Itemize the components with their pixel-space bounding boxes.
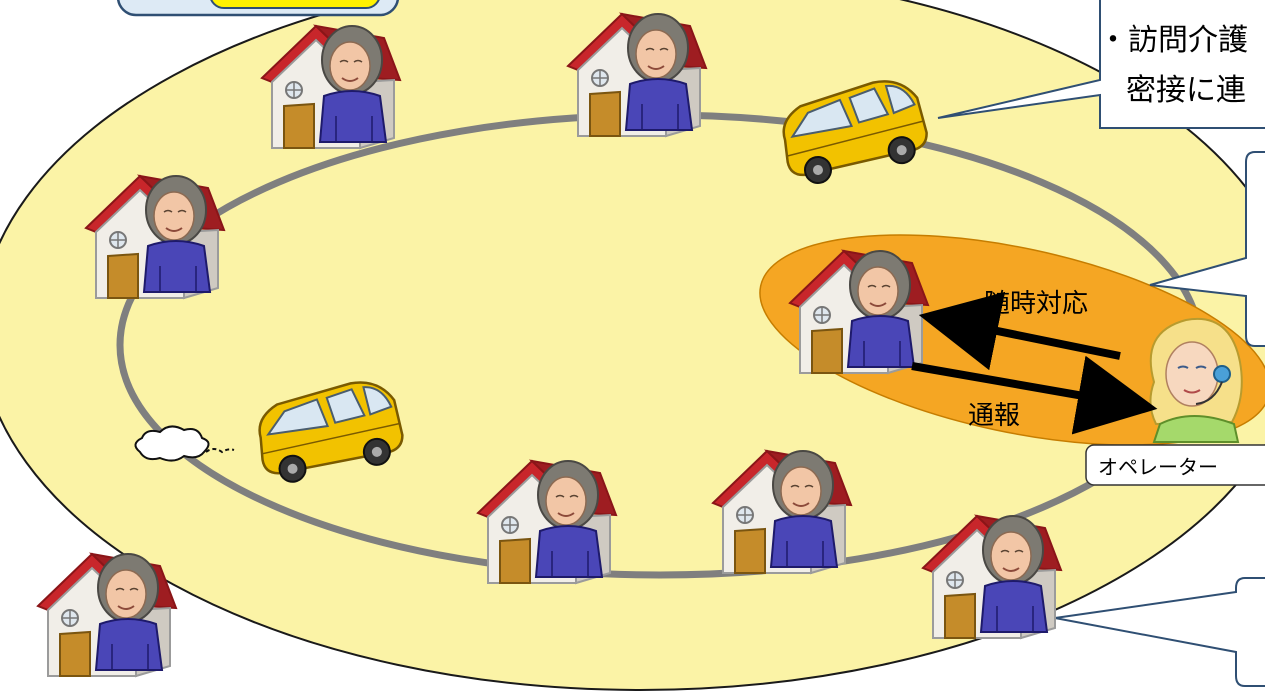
operator-tag-box [1085, 444, 1265, 486]
callout-top-right: ・訪問介護 密接に連 [937, 0, 1265, 129]
callout-bottom-right [1054, 577, 1265, 687]
callout-top-right-line2: 密接に連 [1126, 73, 1246, 108]
report-arrow [911, 355, 1158, 435]
on-demand-arrow [918, 291, 1121, 371]
operator-tag-label: オペレーター [1098, 455, 1218, 479]
callout-right-middle [1149, 151, 1265, 347]
top-left-callout-inner [210, 0, 380, 9]
house-resident-icon [37, 553, 177, 677]
on-demand-label: 随時対応 [984, 289, 1088, 319]
exhaust-cloud-icon [134, 425, 235, 462]
callout-top-right-line1: ・訪問介護 [1098, 23, 1248, 58]
operator-headset-icon [1149, 317, 1243, 443]
report-label: 通報 [968, 401, 1020, 431]
